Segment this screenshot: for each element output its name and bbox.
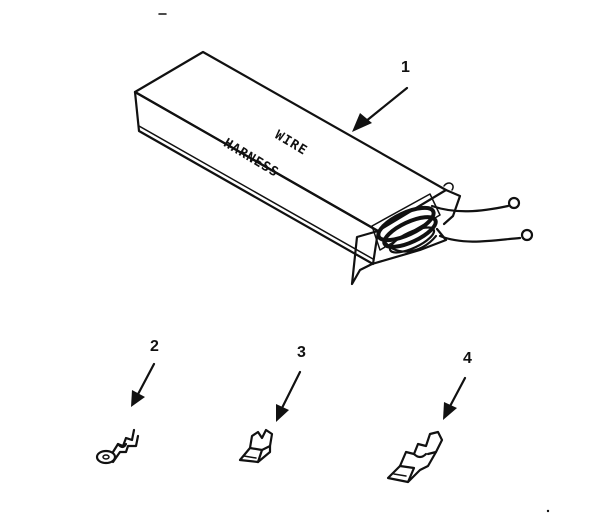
callout-2-label: 2 (150, 338, 159, 355)
callout-1-label: 1 (401, 59, 410, 76)
callout-4-label: 4 (463, 350, 472, 367)
flag-terminal-icon (386, 430, 444, 484)
wire-harness-box-icon (133, 50, 534, 286)
callout-1-arrow (352, 86, 409, 132)
box-label-line2: HARNESS (221, 136, 282, 181)
box-label-2: HARNESS (221, 136, 282, 181)
spade-terminal-icon (238, 428, 274, 464)
ring-terminal-icon (95, 428, 140, 465)
callout-3-label: 3 (297, 344, 306, 361)
callout-3-arrow (276, 370, 302, 422)
callout-2-arrow (131, 362, 156, 407)
box-label: WIRE (272, 128, 310, 159)
callout-4-arrow (443, 376, 467, 420)
speck-dot (546, 509, 550, 513)
box-label-line1: WIRE (272, 128, 310, 159)
